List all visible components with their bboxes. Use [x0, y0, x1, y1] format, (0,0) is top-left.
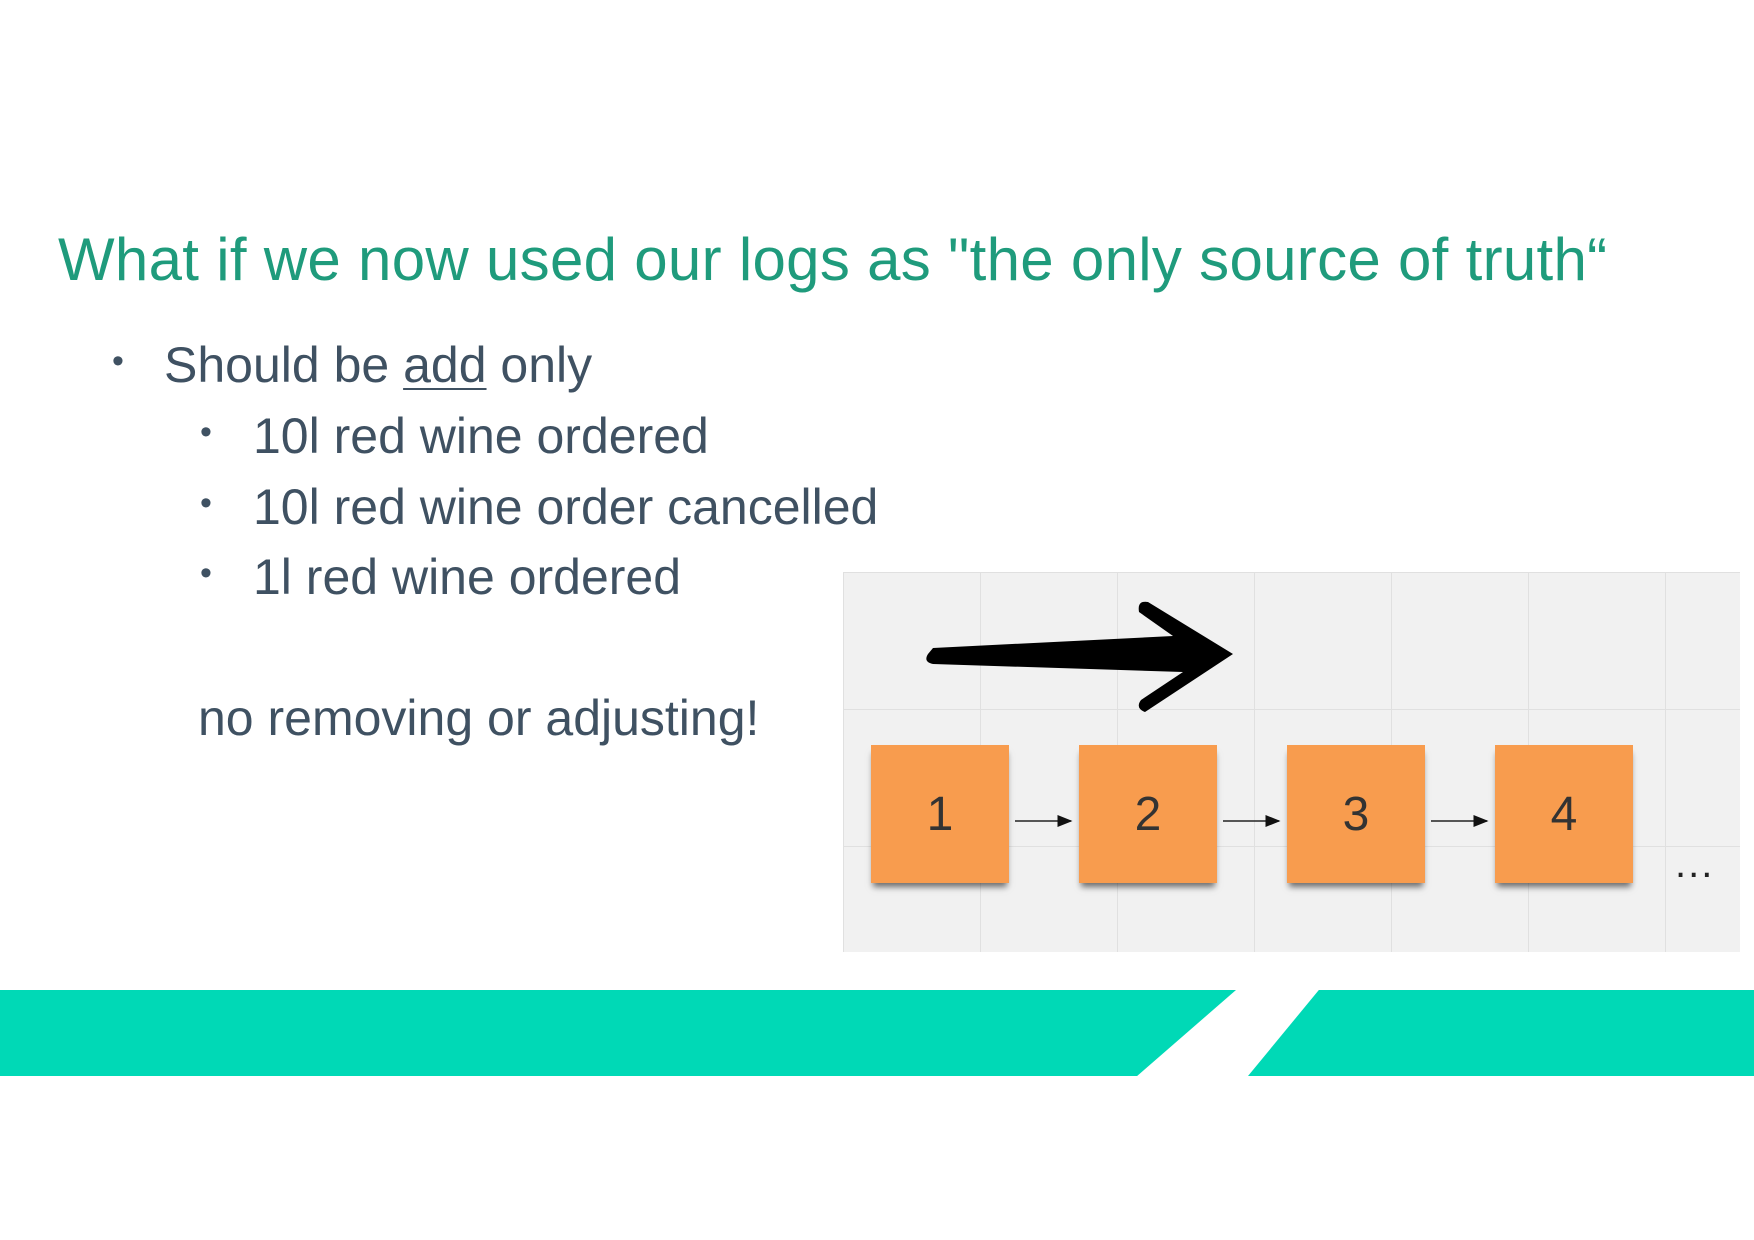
sticky-note-2: 2: [1079, 745, 1217, 883]
sticky-note-3: 3: [1287, 745, 1425, 883]
sub-bullet-1: 10l red wine ordered: [253, 408, 709, 464]
footer-band-left: [0, 990, 1236, 1076]
bullet-dot: •: [200, 484, 212, 522]
bullet-main-emphasis: add: [403, 337, 487, 393]
diagram-arrows: [926, 601, 1489, 827]
big-arrow-icon: [926, 601, 1233, 712]
sticky-note-4: 4: [1495, 745, 1633, 883]
bullet-main-prefix: Should be: [164, 337, 404, 393]
bullet-main: Should be add only: [164, 333, 592, 397]
diagram-ellipsis: ...: [1675, 842, 1715, 886]
footer-band-right: [1248, 990, 1754, 1076]
slide-title: What if we now used our logs as "the onl…: [58, 226, 1608, 293]
bullet-dot: •: [200, 554, 212, 592]
sub-bullet-2: 10l red wine order cancelled: [253, 479, 879, 535]
log-diagram: 1 2 3 4 ...: [843, 572, 1740, 952]
sticky-note-1: 1: [871, 745, 1009, 883]
slide-note: no removing or adjusting!: [198, 690, 760, 746]
bullet-dot: •: [200, 413, 212, 451]
bullet-dot: •: [112, 342, 124, 380]
sub-bullet-3: 1l red wine ordered: [253, 549, 682, 605]
bullet-main-suffix: only: [486, 337, 593, 393]
